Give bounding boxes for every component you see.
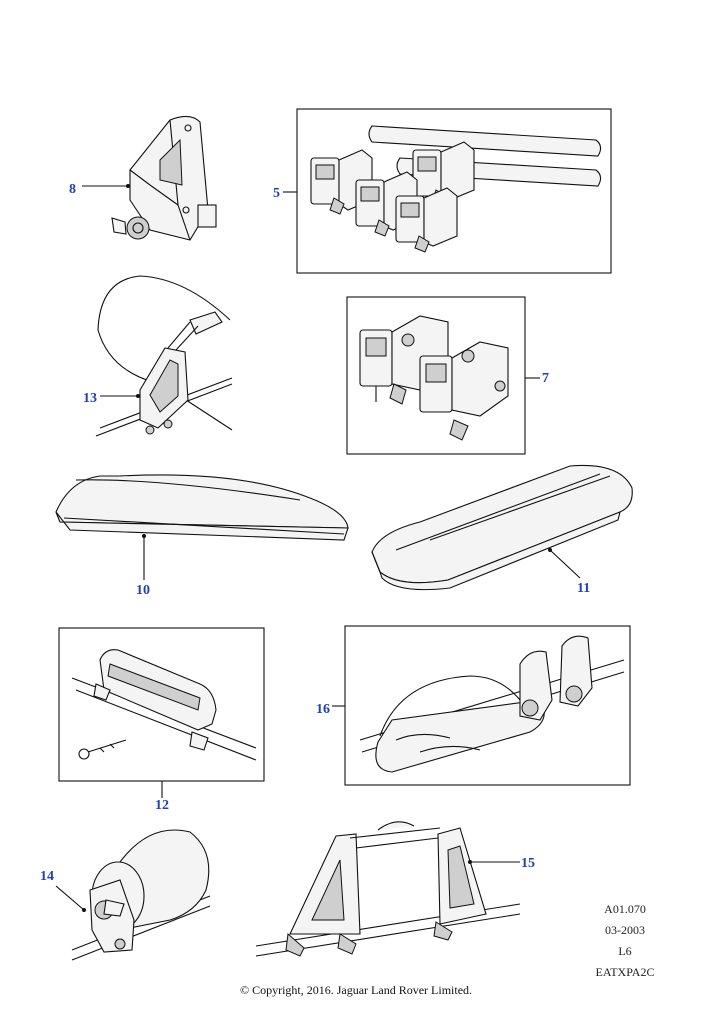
leader-8-dot (126, 184, 130, 188)
part-5-frame (296, 108, 612, 274)
part-5-bar-clamp-set (310, 125, 602, 253)
model-code: L6 (618, 944, 632, 958)
part-14-clamp-roll (71, 829, 211, 961)
part-7-frame (346, 296, 526, 455)
leader-13-dot (136, 394, 140, 398)
callout-12[interactable]: 12 (155, 798, 169, 813)
leader-14-dot (82, 908, 86, 912)
callout-15[interactable]: 15 (521, 856, 535, 871)
leader-10-dot (142, 534, 146, 538)
part-8-clamp-bracket (111, 115, 217, 241)
leader-11 (549, 549, 581, 579)
callout-16[interactable]: 16 (316, 702, 330, 717)
leader-15-dot (468, 860, 472, 864)
part-16-carrier (359, 635, 625, 773)
callout-8[interactable]: 8 (69, 182, 76, 197)
callout-7[interactable]: 7 (542, 371, 549, 386)
callout-14[interactable]: 14 (40, 869, 54, 884)
reference-number: A01.070 (604, 902, 646, 916)
illustration-code: EATXPA2C (595, 965, 655, 979)
part-15-bike-carrier (255, 821, 521, 957)
part-12-ski-holder (71, 649, 257, 761)
part-11-roof-box-perspective (371, 464, 633, 591)
date-code: 03-2003 (605, 923, 645, 937)
callout-10[interactable]: 10 (136, 583, 150, 598)
copyright-notice: © Copyright, 2016. Jaguar Land Rover Lim… (239, 983, 473, 997)
part-13-box-bracket (95, 275, 233, 437)
callout-11[interactable]: 11 (577, 581, 591, 596)
part-10-roof-box-side (55, 474, 349, 541)
callout-13[interactable]: 13 (83, 391, 97, 406)
leader-11-dot (548, 548, 552, 552)
callout-5[interactable]: 5 (273, 186, 280, 201)
leader-14 (55, 885, 85, 911)
part-7-clamp-set (359, 315, 509, 441)
